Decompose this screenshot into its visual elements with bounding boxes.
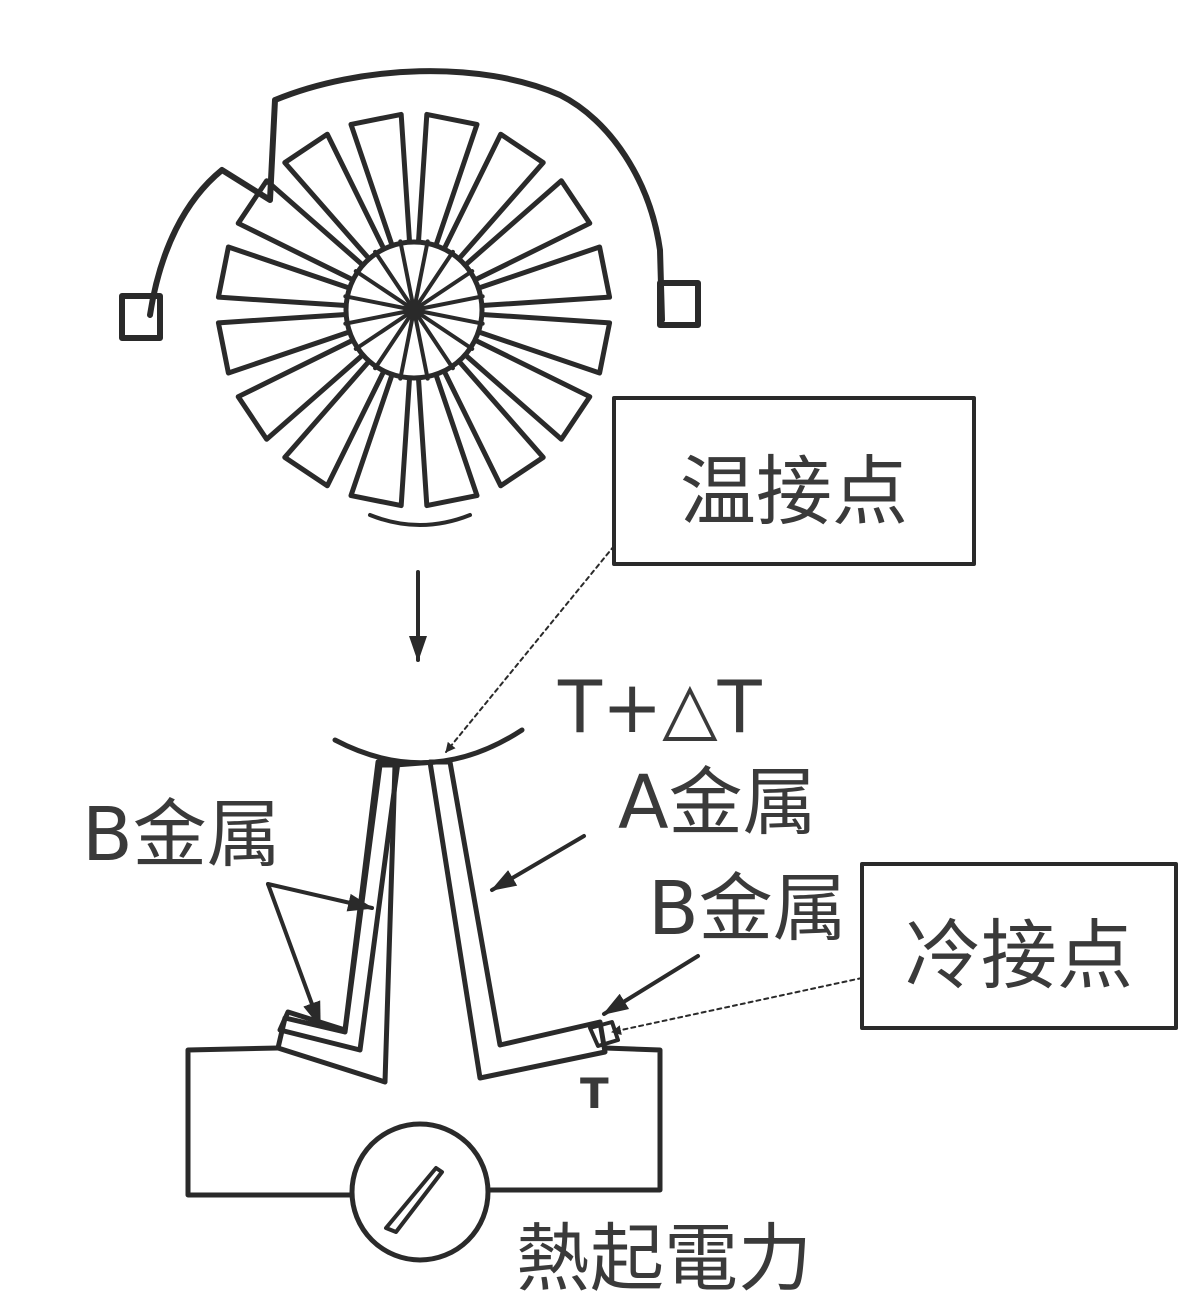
sensor-lower-arc (368, 513, 472, 527)
b-metal-left-strip (277, 759, 401, 1053)
cold-temp-label: T (580, 1069, 609, 1118)
thermocouple-junction (275, 727, 620, 1085)
cold-junction-label: 冷接点 (905, 911, 1133, 1000)
radial-finger (282, 131, 386, 260)
b-metal-left-arrow-lower (266, 882, 322, 1028)
a-metal-strip (427, 759, 608, 1081)
b-metal-right-tip (588, 1020, 620, 1048)
radial-finger (477, 312, 613, 376)
metal-b-right-label: B金属 (648, 866, 847, 952)
measurement-circuit (185, 1045, 663, 1263)
radial-fingers (215, 111, 613, 509)
finger-lead (412, 249, 455, 312)
sensor-frame (147, 68, 665, 323)
finger-lead (412, 308, 455, 371)
finger-lead (412, 294, 485, 312)
radial-finger (477, 244, 613, 308)
finger-lead (412, 308, 430, 381)
hot-junction-box (612, 396, 976, 566)
b-metal-left-outline (275, 762, 398, 1085)
sensor-center (404, 300, 424, 320)
finger-lead (412, 239, 430, 312)
b-metal-left-arrow-upper (266, 882, 374, 912)
hot-temp-label: T+△T (557, 665, 763, 749)
finger-lead (343, 308, 416, 326)
radial-finger (215, 312, 351, 376)
metal-b-left-label: B金属 (82, 792, 281, 878)
radial-finger (348, 111, 412, 247)
finger-lead (412, 308, 485, 326)
hot-junction-label: 温接点 (680, 447, 908, 536)
left-circuit-wire (185, 1045, 355, 1198)
cold-junction-box (860, 862, 1178, 1030)
finger-lead (353, 308, 416, 351)
hot-junction-leader (445, 545, 615, 753)
voltmeter-needle (384, 1166, 444, 1234)
sensor-hub (343, 239, 485, 381)
radial-finger (416, 111, 480, 247)
b-metal-right-arrow (602, 954, 700, 1016)
radial-finger (348, 373, 412, 509)
voltmeter (349, 1121, 491, 1263)
finger-lead (412, 308, 475, 351)
cold-junction-leader (611, 977, 863, 1035)
right-terminal-tab (657, 280, 701, 328)
radial-finger (235, 178, 364, 282)
finger-lead (398, 308, 416, 381)
finger-lead (353, 269, 416, 312)
radial-finger (464, 178, 593, 282)
finger-lead (373, 249, 416, 312)
radial-finger (464, 338, 593, 442)
junction-arc (332, 727, 525, 766)
metal-a-label: A金属 (618, 760, 817, 846)
finger-lead (373, 308, 416, 371)
radial-finger (442, 131, 546, 260)
finger-lead (343, 294, 416, 312)
finger-lead (412, 269, 475, 312)
radial-finger (215, 244, 351, 308)
voltage-label: 熱起電力 (516, 1216, 812, 1302)
radial-finger (416, 373, 480, 509)
right-circuit-wire (485, 1045, 663, 1193)
radial-finger (442, 360, 546, 489)
finger-lead (398, 239, 416, 312)
radial-finger (235, 338, 364, 442)
a-metal-arrow (490, 834, 586, 892)
left-terminal-tab (119, 293, 163, 341)
thermopile-sensor (119, 68, 701, 527)
radial-finger (282, 360, 386, 489)
hot-junction-bridge (392, 759, 438, 768)
